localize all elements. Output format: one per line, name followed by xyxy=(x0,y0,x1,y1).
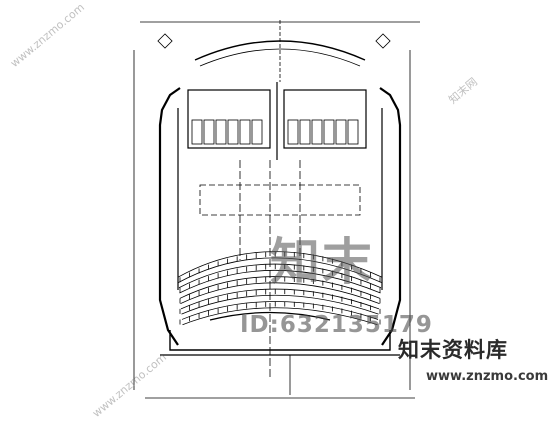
hall-outer-wall xyxy=(158,87,181,346)
column-marker-nw xyxy=(157,33,173,49)
restroom-stall xyxy=(227,119,239,145)
watermark-brand-name: 知末资料库 xyxy=(398,338,508,362)
restroom-stall xyxy=(287,119,299,145)
stage-area xyxy=(199,184,361,216)
restroom-stall xyxy=(191,119,203,145)
seat-row xyxy=(180,282,380,304)
restroom-stall xyxy=(323,119,335,145)
hall-outer-wall-right xyxy=(379,87,402,346)
restroom-block-left xyxy=(187,89,271,149)
seat-row xyxy=(178,257,382,283)
restroom-stall xyxy=(215,119,227,145)
restroom-stall xyxy=(251,119,263,145)
seat-row xyxy=(182,307,378,326)
restroom-stall xyxy=(347,119,359,145)
restroom-block-right xyxy=(283,89,367,149)
seating-rows xyxy=(177,251,383,326)
watermark-main: 知末 xyxy=(270,233,374,291)
restroom-stall xyxy=(311,119,323,145)
restroom-stall xyxy=(299,119,311,145)
seat-row xyxy=(179,270,381,294)
watermark-id: ID:632135179 xyxy=(240,312,433,338)
lobby-roof-curve-inner xyxy=(199,48,361,67)
watermark-brand-url: www.znzmo.com xyxy=(426,369,549,384)
restroom-stall xyxy=(335,119,347,145)
restroom-stall xyxy=(203,119,215,145)
seat-row xyxy=(181,294,379,315)
rear-curve xyxy=(209,311,331,321)
column-marker-ne xyxy=(375,33,391,49)
rear-wall xyxy=(169,330,391,351)
restroom-stall xyxy=(239,119,251,145)
